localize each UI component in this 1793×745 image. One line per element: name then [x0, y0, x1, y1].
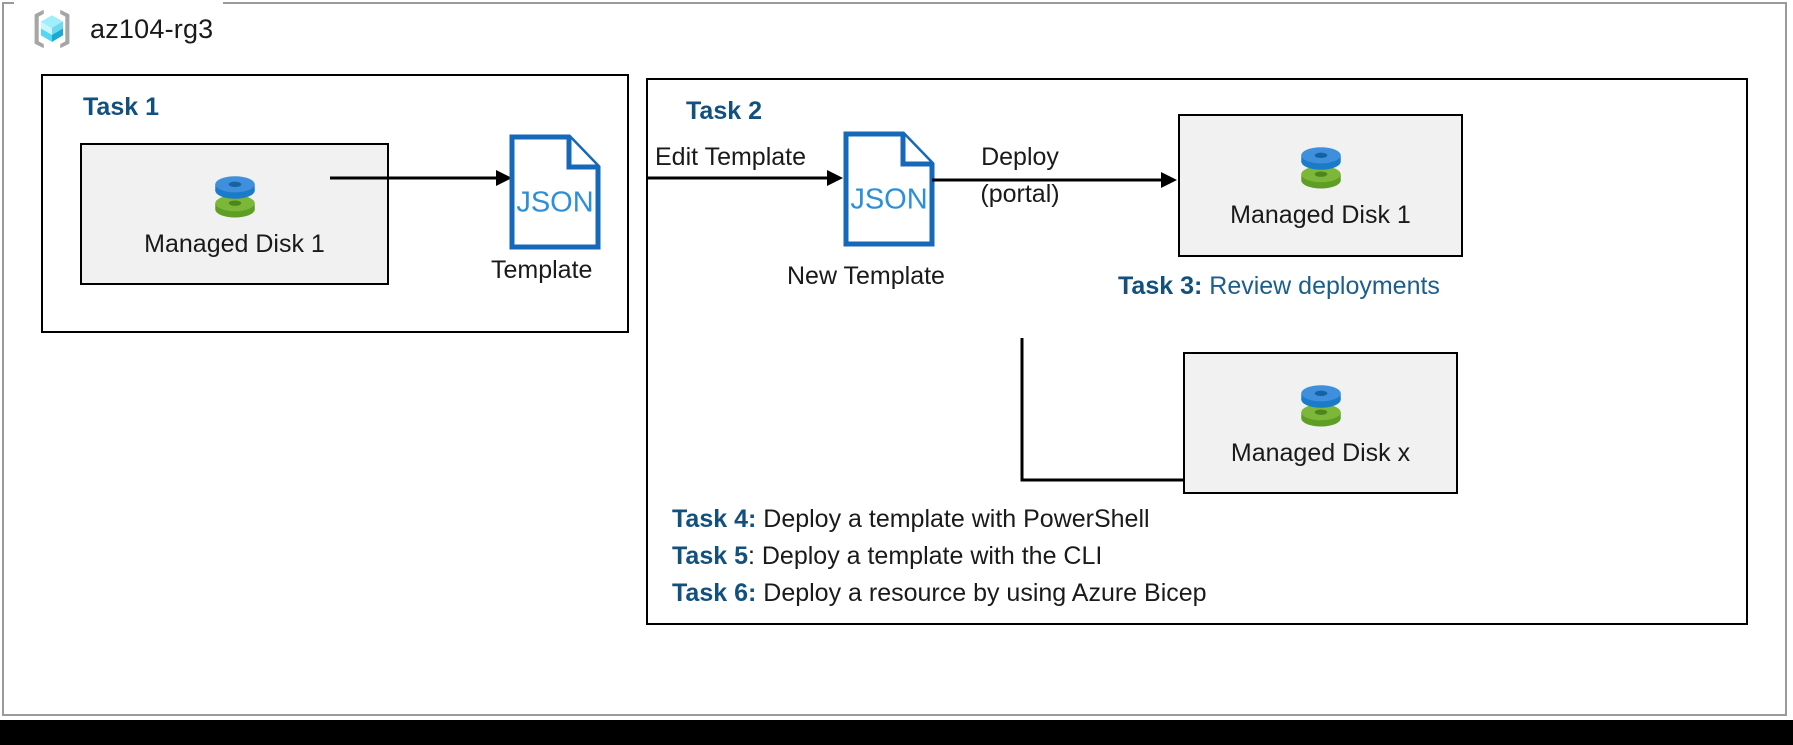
- managed-disk-1-deployed-box: Managed Disk 1: [1178, 114, 1463, 257]
- task-5-note: Task 5: Deploy a template with the CLI: [672, 542, 1102, 571]
- json-template-icon: JSON: [509, 134, 601, 250]
- managed-disk-1-source-label: Managed Disk 1: [144, 229, 325, 258]
- managed-disk-1-deployed-label: Managed Disk 1: [1230, 201, 1411, 229]
- new-template-caption: New Template: [787, 262, 945, 290]
- managed-disk-x-deployed-label: Managed Disk x: [1230, 438, 1411, 467]
- task-4-note: Task 4: Deploy a template with PowerShel…: [672, 505, 1150, 534]
- task-4-text: Deploy a template with PowerShell: [756, 505, 1150, 533]
- task-4-tag: Task 4:: [672, 505, 757, 533]
- task-3-text: Review deployments: [1202, 272, 1440, 300]
- task-6-text: Deploy a resource by using Azure Bicep: [756, 579, 1207, 607]
- task-5-tag: Task 5: [672, 542, 748, 570]
- task-5-text: : Deploy a template with the CLI: [747, 542, 1103, 570]
- task-3-tag: Task 3:: [1118, 272, 1203, 300]
- resource-group-name: az104-rg3: [90, 13, 214, 44]
- managed-disk-x-deployed-box: Managed Disk x: [1183, 352, 1458, 494]
- task-2-title: Task 2: [686, 97, 762, 125]
- task-1-container: [41, 74, 629, 333]
- deploy-arrow-label-line2: (portal): [980, 180, 1060, 208]
- managed-disk-icon: [208, 170, 262, 222]
- task-6-tag: Task 6:: [672, 579, 757, 607]
- task-3-note: Task 3: Review deployments: [1118, 272, 1440, 301]
- managed-disk-1-source-box: Managed Disk 1: [80, 143, 389, 285]
- resource-group-cube-icon: [14, 7, 74, 51]
- edit-template-arrow-label: Edit Template: [655, 143, 807, 171]
- resource-group-header: az104-rg3: [14, 2, 224, 56]
- task-6-note: Task 6: Deploy a resource by using Azure…: [672, 579, 1207, 608]
- template-caption: Template: [491, 256, 593, 284]
- managed-disk-icon: [1294, 379, 1348, 431]
- resource-group-frame: [2, 2, 1787, 716]
- task-1-title: Task 1: [83, 93, 159, 121]
- deploy-arrow-label-line1: Deploy: [981, 143, 1059, 171]
- bottom-bar: [0, 720, 1793, 745]
- svg-text:JSON: JSON: [516, 187, 593, 219]
- json-new-template-icon: JSON: [843, 131, 935, 247]
- task-2-container: [646, 78, 1748, 625]
- managed-disk-icon: [1294, 141, 1348, 193]
- svg-text:JSON: JSON: [850, 184, 927, 216]
